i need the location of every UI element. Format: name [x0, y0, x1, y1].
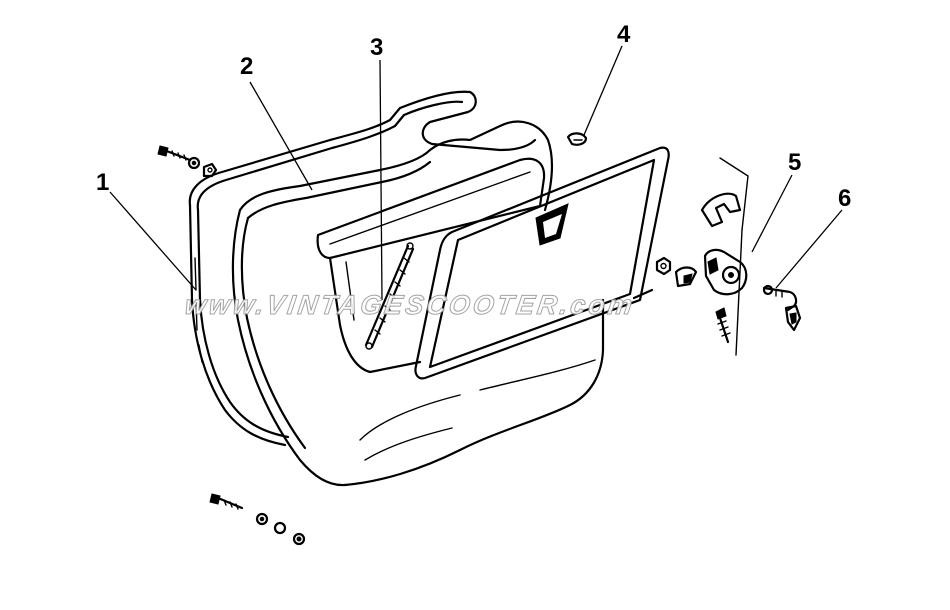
- callout-4: 4: [617, 21, 631, 48]
- callout-2: 2: [240, 53, 253, 80]
- leader-lines: [109, 45, 843, 301]
- callout-1: 1: [96, 169, 109, 196]
- hardware-bolt-set-top: [157, 145, 218, 178]
- part-2-glovebox-body: [231, 120, 605, 487]
- callout-5: 5: [788, 149, 801, 176]
- callout-3: 3: [370, 34, 383, 61]
- watermark-text: www.VINTAGESCOOTER.com: [183, 289, 637, 320]
- part-4-clip: [566, 132, 588, 146]
- callout-6: 6: [838, 185, 851, 212]
- hardware-bolt-set-bottom: [209, 493, 306, 546]
- glovebox-door: [414, 146, 670, 380]
- part-3-hinge-rod: [364, 242, 415, 350]
- part-1-gasket: [188, 90, 537, 447]
- part-6-key-barrel: [762, 284, 802, 332]
- part-5-lock-assembly: [632, 157, 749, 356]
